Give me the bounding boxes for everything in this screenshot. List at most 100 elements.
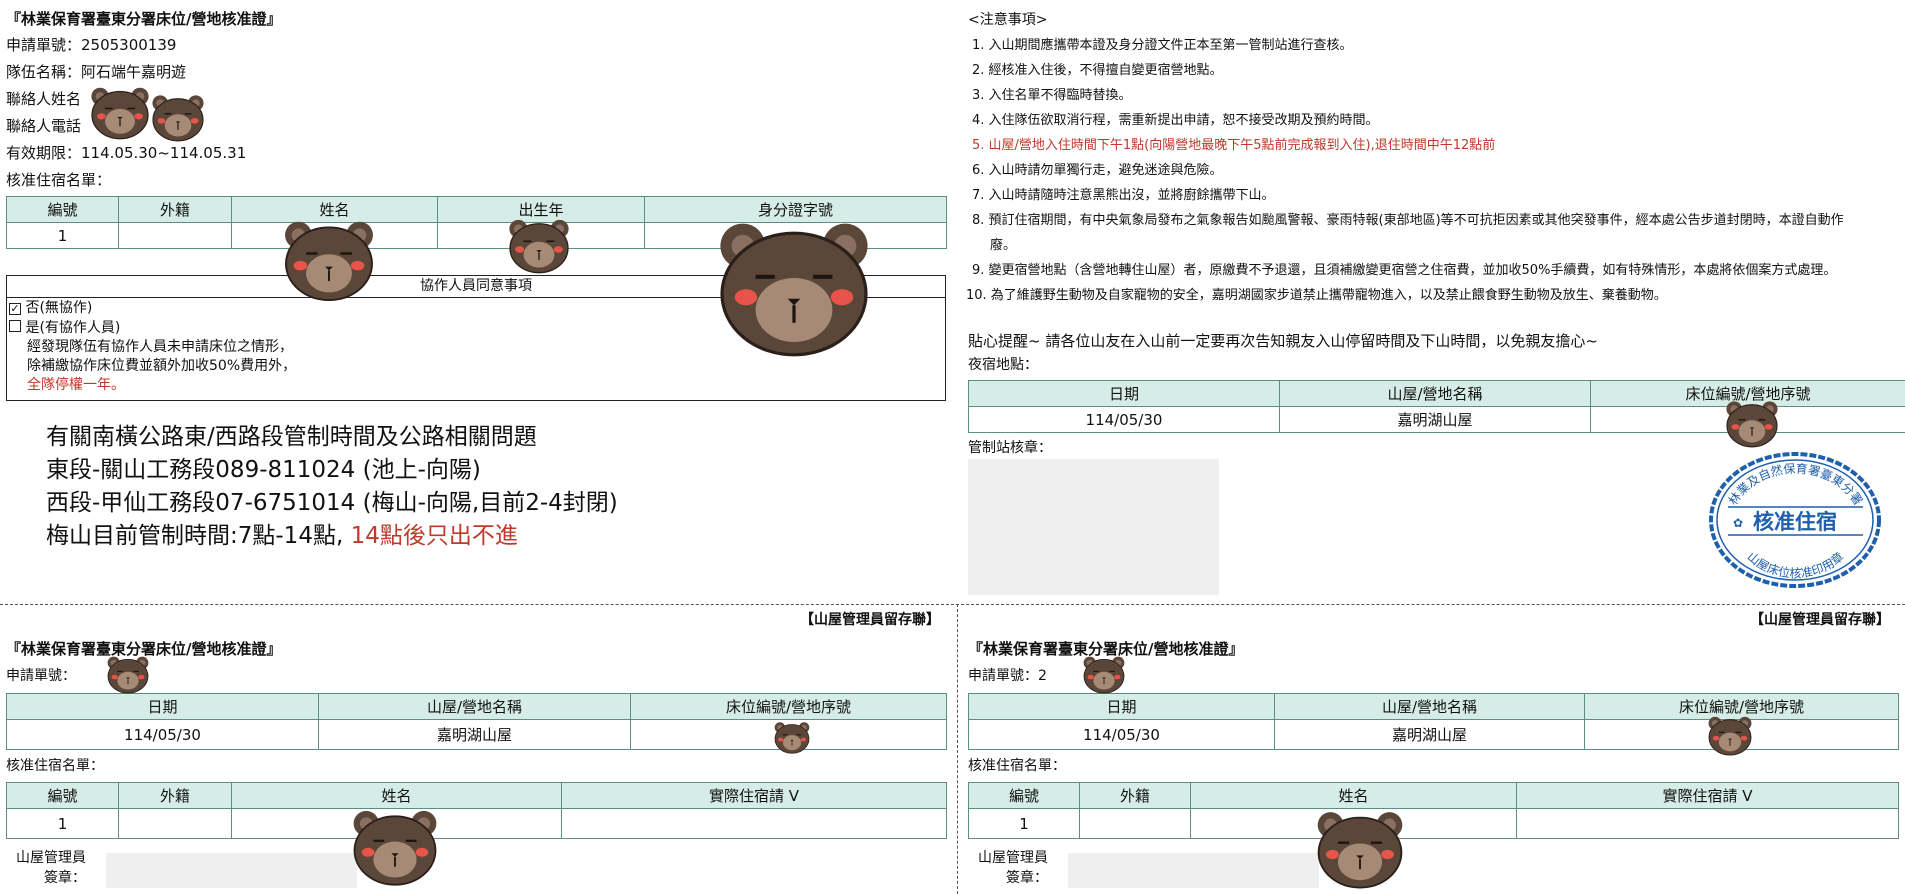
road-line-4a: 梅山目前管制時間:7點-14點,	[46, 523, 351, 549]
valid-period: 有效期限：114.05.30~114.05.31	[6, 144, 247, 162]
table-row: 1	[6, 808, 947, 839]
assist-option-yes-label: 是(有協作人員)	[25, 320, 121, 336]
roster-header-row: 編號 外籍 姓名 出生年 身分證字號	[6, 196, 947, 223]
cell-foreign	[118, 808, 232, 839]
assist-option-no[interactable]: ✓ 否(無協作)	[9, 300, 92, 317]
assist-line-2: 除補繳協作床位費並額外加收50%費用外，	[27, 358, 297, 374]
note-item: 9. 變更宿營地點（含營地轉住山屋）者，原繳費不予退還，且須補繳變更宿營之住宿費…	[972, 263, 1837, 278]
divider-vertical	[957, 604, 958, 894]
road-line-3: 西段-甲仙工務段07-6751014 (梅山-向陽,目前2-4封閉)	[46, 490, 618, 516]
bear-face-icon	[1706, 714, 1754, 756]
note-item: 8. 預訂住宿期間，有中央氣象局發布之氣象報告如颱風警報、豪雨特報(東部地區)等…	[972, 213, 1844, 228]
stub2-roster-header-row: 編號 外籍 姓名 實際住宿請 V	[968, 782, 1899, 809]
bear-face-icon	[280, 216, 378, 302]
bear-face-icon	[1054, 654, 1154, 694]
road-line-2: 東段-關山工務段089-811024 (池上-向陽)	[46, 457, 481, 483]
divider-horizontal	[0, 604, 1905, 605]
bear-face-icon	[350, 804, 440, 888]
svg-text:✿: ✿	[1733, 516, 1743, 530]
col-number: 編號	[6, 196, 119, 223]
stub-keep-label: 【山屋管理員留存聯】	[800, 612, 940, 628]
col-foreign: 外籍	[118, 196, 232, 223]
stub2-sign-label-1: 山屋管理員	[978, 850, 1048, 866]
roster-label: 核准住宿名單：	[6, 171, 112, 189]
road-line-1: 有關南橫公路東/西路段管制時間及公路相關問題	[46, 424, 537, 450]
cell-actual-stay	[1516, 808, 1899, 839]
svg-text:山屋床位核准印用章: 山屋床位核准印用章	[1745, 549, 1847, 581]
stub2-keep-label: 【山屋管理員留存聯】	[1750, 612, 1890, 628]
cell-number: 1	[968, 808, 1080, 839]
station-label: 管制站核章：	[968, 440, 1052, 456]
table-row: 114/05/30 嘉明湖山屋	[6, 719, 947, 750]
col-hut-name: 山屋/營地名稱	[1279, 380, 1591, 407]
assist-option-yes[interactable]: 是(有協作人員)	[9, 320, 120, 337]
col-id-number: 身分證字號	[644, 196, 947, 223]
cell-date: 114/05/30	[968, 719, 1275, 750]
team-name: 隊伍名稱：阿石端午嘉明遊	[6, 63, 187, 81]
assist-title: 協作人員同意事項	[7, 276, 945, 298]
col-name: 姓名	[231, 782, 562, 809]
col-name: 姓名	[1190, 782, 1517, 809]
cell-foreign	[118, 222, 232, 249]
checked-box-icon[interactable]: ✓	[9, 302, 21, 315]
bear-face-icon	[506, 216, 572, 274]
roster-table: 編號 外籍 姓名 出生年 身分證字號 1	[6, 196, 947, 249]
col-number: 編號	[6, 782, 119, 809]
road-info: 有關南橫公路東/西路段管制時間及公路相關問題 東段-關山工務段089-81102…	[46, 421, 618, 553]
bear-face-icon	[772, 720, 812, 754]
station-stamp-box	[968, 459, 1219, 595]
cell-foreign	[1079, 808, 1191, 839]
stub2-signature-box	[1068, 853, 1319, 888]
cell-hut-name: 嘉明湖山屋	[1274, 719, 1585, 750]
stub-signature-box	[106, 853, 357, 888]
assist-line-1: 經發現隊伍有協作人員未申請床位之情形，	[27, 339, 293, 355]
cell-number: 1	[6, 222, 119, 249]
bear-face-icon	[1724, 398, 1780, 448]
stub-sign-label-1: 山屋管理員	[16, 850, 86, 866]
col-actual-stay: 實際住宿請 V	[1516, 782, 1899, 809]
cell-number: 1	[6, 808, 119, 839]
stub-sign-label-2: 簽章：	[44, 870, 86, 886]
permit-title: 『林業保育署臺東分署床位/營地核准證』	[6, 10, 282, 28]
col-date: 日期	[6, 693, 319, 720]
seal-stamp-icon: 林業及自然保育署臺東分署 山屋床位核准印用章 核准住宿 ✿	[1709, 452, 1881, 588]
notes-list: 1. 入山期間應攜帶本證及身分證文件正本至第一管制站進行查核。 2. 經核准入住…	[966, 33, 1844, 308]
stub-app-no: 申請單號：	[6, 668, 76, 684]
notes-title: <注意事項>	[968, 12, 1048, 28]
stub2-roster-label: 核准住宿名單：	[968, 758, 1066, 774]
stub2-app-no: 申請單號：2	[968, 668, 1047, 684]
stub-night-header-row: 日期 山屋/營地名稱 床位編號/營地序號	[6, 693, 947, 720]
note-item: 廢。	[990, 238, 1017, 253]
stub2-roster-table: 編號 外籍 姓名 實際住宿請 V 1	[968, 782, 1899, 839]
note-item: 2. 經核准入住後，不得擅自變更宿營地點。	[972, 63, 1223, 78]
bear-face-icon	[1314, 806, 1406, 890]
table-row: 114/05/30 嘉明湖山屋	[968, 719, 1899, 750]
col-bed-number: 床位編號/營地序號	[1584, 693, 1899, 720]
assist-option-no-label: 否(無協作)	[25, 300, 93, 316]
reminder: 貼心提醒~ 請各位山友在入山前一定要再次告知親友入山停留時間及下山時間，以免親友…	[968, 332, 1598, 350]
note-item: 10. 為了維護野生動物及自家寵物的安全，嘉明湖國家步道禁止攜帶寵物進入，以及禁…	[966, 288, 1667, 303]
col-birth-year: 出生年	[437, 196, 645, 223]
col-bed-number: 床位編號/營地序號	[1590, 380, 1905, 407]
application-number: 申請單號：2505300139	[6, 36, 177, 54]
night-label: 夜宿地點：	[968, 357, 1038, 373]
col-foreign: 外籍	[118, 782, 232, 809]
stub2-sign-label-2: 簽章：	[1006, 870, 1048, 886]
bear-face-icon	[150, 92, 206, 142]
road-line-4: 梅山目前管制時間:7點-14點, 14點後只出不進	[46, 520, 618, 553]
stub2-title: 『林業保育署臺東分署床位/營地核准證』	[968, 640, 1244, 658]
cell-date: 114/05/30	[968, 406, 1280, 433]
note-item: 3. 入住名單不得臨時替換。	[972, 88, 1132, 103]
stub2-night-header-row: 日期 山屋/營地名稱 床位編號/營地序號	[968, 693, 1899, 720]
stub-roster-header-row: 編號 外籍 姓名 實際住宿請 V	[6, 782, 947, 809]
stamp-bottom-text: 山屋床位核准印用章	[1745, 549, 1847, 581]
bear-face-icon	[76, 654, 180, 694]
stamp-center-text: 核准住宿	[1753, 510, 1837, 534]
stub-roster-label: 核准住宿名單：	[6, 758, 104, 774]
col-number: 編號	[968, 782, 1080, 809]
bear-face-icon	[88, 84, 152, 140]
assist-line-3: 全隊停權一年。	[27, 377, 125, 393]
assist-box: 協作人員同意事項 ✓ 否(無協作) 是(有協作人員) 經發現隊伍有協作人員未申請…	[6, 275, 946, 401]
empty-box-icon[interactable]	[9, 320, 21, 332]
note-item: 1. 入山期間應攜帶本證及身分證文件正本至第一管制站進行查核。	[972, 38, 1353, 53]
